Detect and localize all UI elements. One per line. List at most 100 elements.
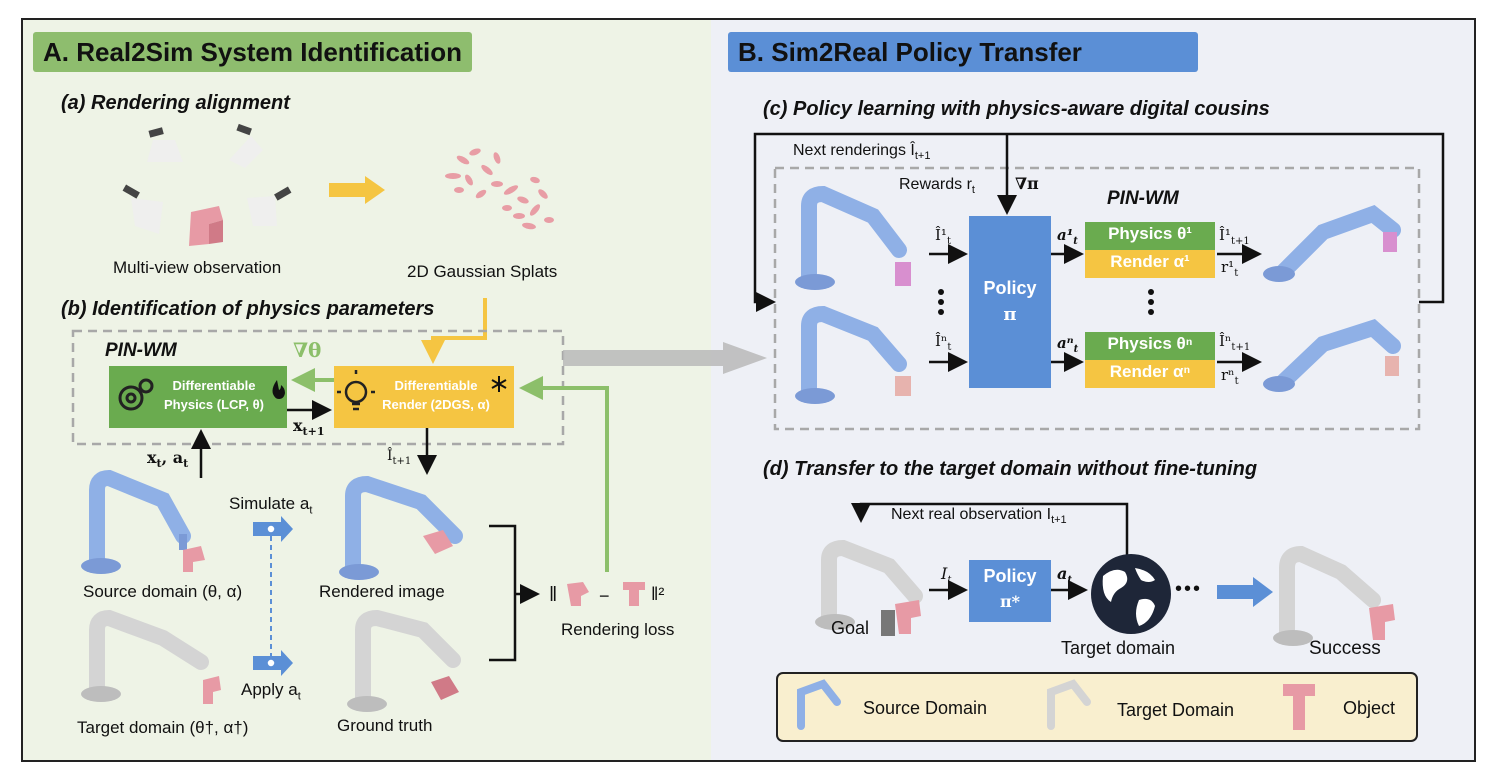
- physics-1-label: Physics θ¹: [1108, 224, 1192, 243]
- rewards-sub: t: [971, 184, 975, 197]
- next-renderings-label: Next renderings Ît+1: [793, 142, 930, 162]
- rewards-label: Rewards rt: [899, 176, 975, 196]
- panel-b-background: [711, 20, 1474, 760]
- next-rendering-loop: [753, 132, 1445, 312]
- robot-target-domain: [81, 609, 221, 704]
- i-hat-sub: t+1: [392, 455, 412, 467]
- x-next-label: xt+1: [293, 416, 325, 438]
- success-label: Success: [1309, 638, 1381, 659]
- physics-n-box: [1085, 332, 1215, 360]
- loss-feedback-arrow: [519, 376, 609, 572]
- pinwm-label-a: PIN-WM: [105, 340, 177, 361]
- in-sub: t: [947, 342, 952, 353]
- rn-label: rⁿt: [1221, 366, 1239, 387]
- apply-sub: t: [297, 690, 301, 703]
- a1-sub: t: [1073, 236, 1078, 247]
- gear-icon: [118, 378, 154, 411]
- an-sub: t: [1073, 344, 1079, 355]
- subtitle-a: (a) Rendering alignment: [61, 92, 290, 114]
- state-action-label: xt, at: [147, 448, 188, 470]
- next-renderings-sub: t+1: [914, 150, 931, 163]
- subtitle-b: (b) Identification of physics parameters: [61, 298, 435, 320]
- loss-minus: −: [599, 586, 610, 606]
- diagram-graphics: [71, 123, 1445, 742]
- success-arrow: [1217, 577, 1273, 607]
- grad-pi-label: ∇π: [1015, 174, 1039, 193]
- render-1-label: Render α¹: [1110, 252, 1190, 271]
- diff-physics-label: Differentiable Physics (LCP, θ): [164, 378, 264, 412]
- vertical-dots-right: [1148, 289, 1154, 315]
- subtitle-c: (c) Policy learning with physics-aware d…: [763, 98, 1270, 120]
- simulate-text: Simulate a: [229, 494, 310, 513]
- loss-object-rendered: [567, 582, 589, 606]
- x-next-symbol: x: [293, 416, 303, 435]
- render-n-label: Render αⁿ: [1109, 362, 1191, 381]
- gaussian-splats: [445, 148, 554, 230]
- rn-symbol: rⁿ: [1221, 366, 1235, 384]
- circle-marker-bottom: [266, 658, 276, 668]
- i-hat-label: Ît+1: [387, 448, 411, 467]
- i-next-1-label: Î¹t+1: [1219, 226, 1250, 247]
- legend-box: [776, 672, 1418, 742]
- a-in-sub: t: [183, 457, 189, 471]
- legend-object-icon: [1283, 684, 1315, 730]
- robot-goal: [815, 539, 923, 636]
- splats-to-render-arrow: [421, 298, 487, 364]
- it-sub: t: [947, 575, 952, 587]
- policy-star-label: Policy: [983, 566, 1037, 586]
- multi-view-label: Multi-view observation: [113, 258, 282, 277]
- physics-1-box: [1085, 222, 1215, 250]
- r1-symbol: r¹: [1221, 258, 1235, 276]
- in-label: Îⁿt: [935, 332, 951, 353]
- multi-view-cameras: [122, 123, 292, 246]
- i1-symbol: Î¹: [935, 226, 947, 244]
- robot-cousin-1-right: [1263, 204, 1401, 282]
- at-symbol: a: [1057, 564, 1068, 583]
- it-label: It: [941, 564, 951, 586]
- it-symbol: I: [941, 564, 948, 583]
- a1-label: a¹t: [1057, 226, 1078, 247]
- flame-icon: [272, 380, 285, 399]
- gaussian-label: 2D Gaussian Splats: [407, 262, 558, 281]
- x-in-sub: t: [156, 457, 162, 471]
- rewards-text: Rewards r: [899, 176, 972, 193]
- target-domain-label-a: Target domain (θ†, α†): [77, 718, 249, 737]
- simulate-label: Simulate at: [229, 494, 312, 516]
- i1-label: Î¹t: [935, 226, 951, 247]
- pinwm-label-b: PIN-WM: [1107, 188, 1179, 209]
- an-symbol: aⁿ: [1057, 334, 1074, 352]
- loss-left-bar: ‖: [549, 584, 558, 606]
- a1-symbol: a¹: [1057, 226, 1074, 244]
- render-1-box: [1085, 250, 1215, 278]
- rendering-loss-label: Rendering loss: [561, 620, 675, 639]
- i-next-1-symbol: Î¹: [1219, 226, 1231, 244]
- at-sub: t: [1067, 575, 1072, 587]
- r1-sub: t: [1234, 268, 1239, 279]
- i-next-n-sub: t+1: [1231, 342, 1251, 353]
- ellipsis-dots: •••: [1175, 578, 1203, 600]
- apply-text: Apply a: [241, 680, 298, 699]
- policy-star-box: [969, 560, 1051, 622]
- apply-label: Apply at: [241, 680, 301, 702]
- robot-success: [1273, 545, 1395, 646]
- legend-object-label: Object: [1343, 698, 1396, 718]
- next-real-sub: t+1: [1051, 514, 1067, 527]
- legend-source-icon: [797, 679, 841, 730]
- policy-star-symbol: π*: [999, 592, 1021, 611]
- loss-bracket: [489, 524, 517, 662]
- subtitle-d: (d) Transfer to the target domain withou…: [763, 458, 1258, 480]
- an-label: aⁿt: [1057, 334, 1078, 355]
- a-to-b-arrow: [563, 342, 767, 374]
- goal-label: Goal: [831, 618, 870, 638]
- r1-label: r¹t: [1221, 258, 1238, 279]
- circle-marker-top: [266, 524, 276, 534]
- rn-sub: t: [1234, 376, 1239, 387]
- x-in-symbol: x: [147, 448, 157, 467]
- robot-source-domain: [81, 469, 205, 574]
- i1-sub: t: [946, 236, 951, 247]
- policy-symbol: π: [1003, 304, 1017, 325]
- diff-physics-box: [109, 366, 287, 428]
- globe-icon: [1091, 554, 1171, 634]
- i-next-n-symbol: Îⁿ: [1219, 332, 1232, 350]
- figure-frame: A. Real2Sim System Identification B. Sim…: [21, 18, 1476, 762]
